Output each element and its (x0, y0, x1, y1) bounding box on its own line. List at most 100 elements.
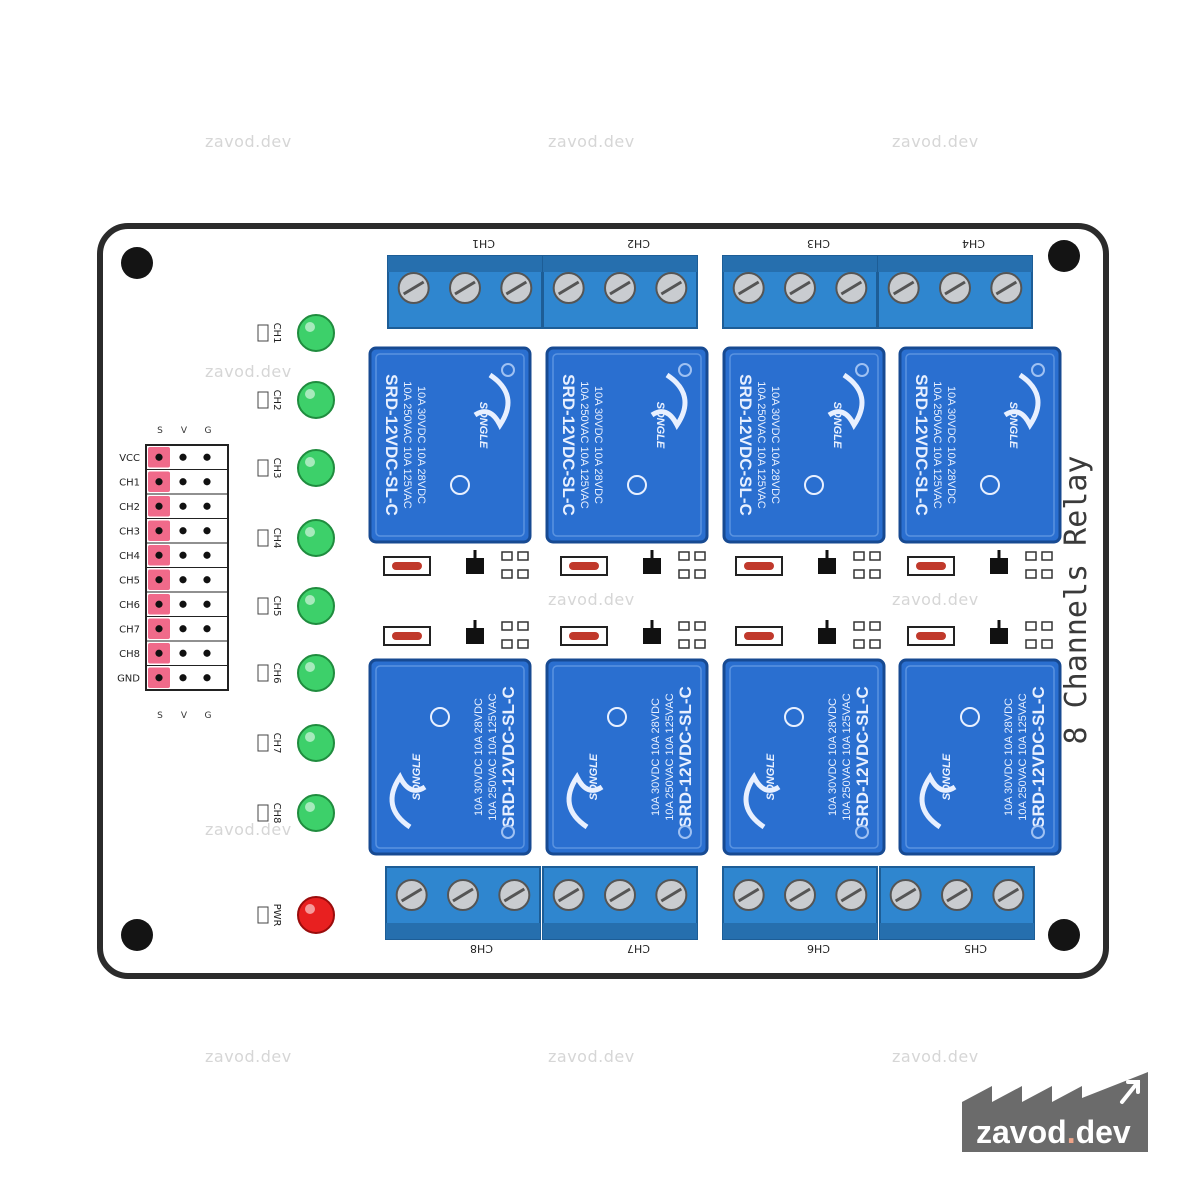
relay-body (545, 346, 709, 544)
terminal-label: CH8 (470, 942, 493, 955)
led-label: CH1 (271, 323, 282, 344)
terminal-ridge (878, 256, 1032, 272)
resistor-pad (678, 639, 690, 649)
watermark-text: zavod.dev (205, 820, 292, 839)
header-pin (179, 502, 187, 510)
terminal-label: CH2 (627, 237, 650, 250)
led-highlight (305, 389, 315, 399)
header-column-label: S (157, 711, 163, 721)
terminal-label: CH4 (962, 237, 985, 250)
terminal-ridge (543, 923, 697, 939)
header-pin (179, 674, 187, 682)
relay-rating: 10A 250VAC 10A 125VAC (487, 693, 499, 820)
channel-led (297, 654, 335, 692)
resistor-pad (501, 569, 513, 579)
screw-terminal-block: CH5 (879, 866, 1035, 955)
terminal-label: CH3 (807, 237, 830, 250)
transistor (643, 628, 661, 644)
relay-rating: 10A 30VDC 10A 28VDC (415, 386, 427, 504)
relay-brand: SONGLE (1007, 402, 1019, 449)
channel-led (297, 724, 335, 762)
screw-slot (402, 280, 425, 296)
screw-slot (557, 887, 580, 903)
resistor-pad (678, 551, 690, 561)
diode (744, 562, 774, 570)
songle-logo-icon (473, 372, 511, 430)
channel-led (297, 519, 335, 557)
relay-pin1-marker (678, 825, 692, 839)
driver-components (383, 550, 1053, 649)
relay-pin1-marker (855, 363, 869, 377)
header-row-label: CH2 (119, 502, 140, 513)
relay-body (545, 658, 709, 856)
header-pin (203, 674, 211, 682)
led-resistor-pad (257, 597, 269, 615)
relay-brand: SONGLE (588, 753, 600, 800)
brand-wordmark: zavod.dev (976, 1114, 1131, 1150)
relay-rating: 10A 30VDC 10A 28VDC (827, 698, 839, 816)
led-label: CH6 (271, 663, 282, 684)
certification-mark-icon (980, 475, 1000, 495)
header-pin (155, 527, 163, 535)
songle-logo-icon (743, 772, 781, 830)
led-highlight (305, 322, 315, 332)
header-row-label: CH1 (119, 478, 140, 489)
resistor-pad (869, 551, 881, 561)
relay-brand: SONGLE (654, 402, 666, 449)
header-column-label: G (205, 711, 212, 721)
led-resistor-pad (257, 459, 269, 477)
resistor-pad (1025, 551, 1037, 561)
relay-model: SRD-12VDC-SL-C (676, 686, 695, 828)
relay-bevel (905, 665, 1055, 849)
screw-terminal-block: CH8 (385, 866, 541, 955)
terminal-ridge (723, 923, 877, 939)
screw-terminal-block: CH6 (722, 866, 878, 955)
led-label: CH8 (271, 803, 282, 824)
diode (392, 632, 422, 640)
factory-logo-icon (962, 1072, 1148, 1152)
channel-led (297, 587, 335, 625)
led-highlight (305, 732, 315, 742)
header-row-label: CH5 (119, 576, 140, 587)
screw-slot (789, 887, 811, 903)
resistor-pad (678, 621, 690, 631)
channel-led (297, 314, 335, 352)
screw-slot (737, 280, 760, 296)
terminal-label: CH1 (472, 237, 495, 250)
songle-logo-icon (650, 372, 688, 430)
header-pin (203, 551, 211, 559)
brand-logo: zavod.dev (962, 1068, 1150, 1152)
screw-slot (840, 280, 863, 296)
mounting-hole (1048, 240, 1080, 272)
header-pin (203, 478, 211, 486)
relay-body (368, 346, 532, 544)
relay-brand: SONGLE (941, 753, 953, 800)
relay-pin1-marker (501, 825, 515, 839)
header-pin (155, 674, 163, 682)
screw-slot (609, 887, 631, 903)
channel-led (297, 794, 335, 832)
certification-mark-icon (450, 475, 470, 495)
header-pin (179, 478, 187, 486)
screw-terminal-block: CH7 (542, 866, 698, 955)
diode (569, 632, 599, 640)
relay-rating: 10A 250VAC 10A 125VAC (931, 381, 943, 508)
led-resistor-pad (257, 804, 269, 822)
resistor-pad (694, 551, 706, 561)
header-pin (155, 551, 163, 559)
led-highlight (305, 595, 315, 605)
screw-slot (454, 280, 476, 296)
header-pin (203, 600, 211, 608)
certification-mark-icon (784, 707, 804, 727)
resistor-pad (517, 551, 529, 561)
relay-bevel (905, 353, 1055, 537)
